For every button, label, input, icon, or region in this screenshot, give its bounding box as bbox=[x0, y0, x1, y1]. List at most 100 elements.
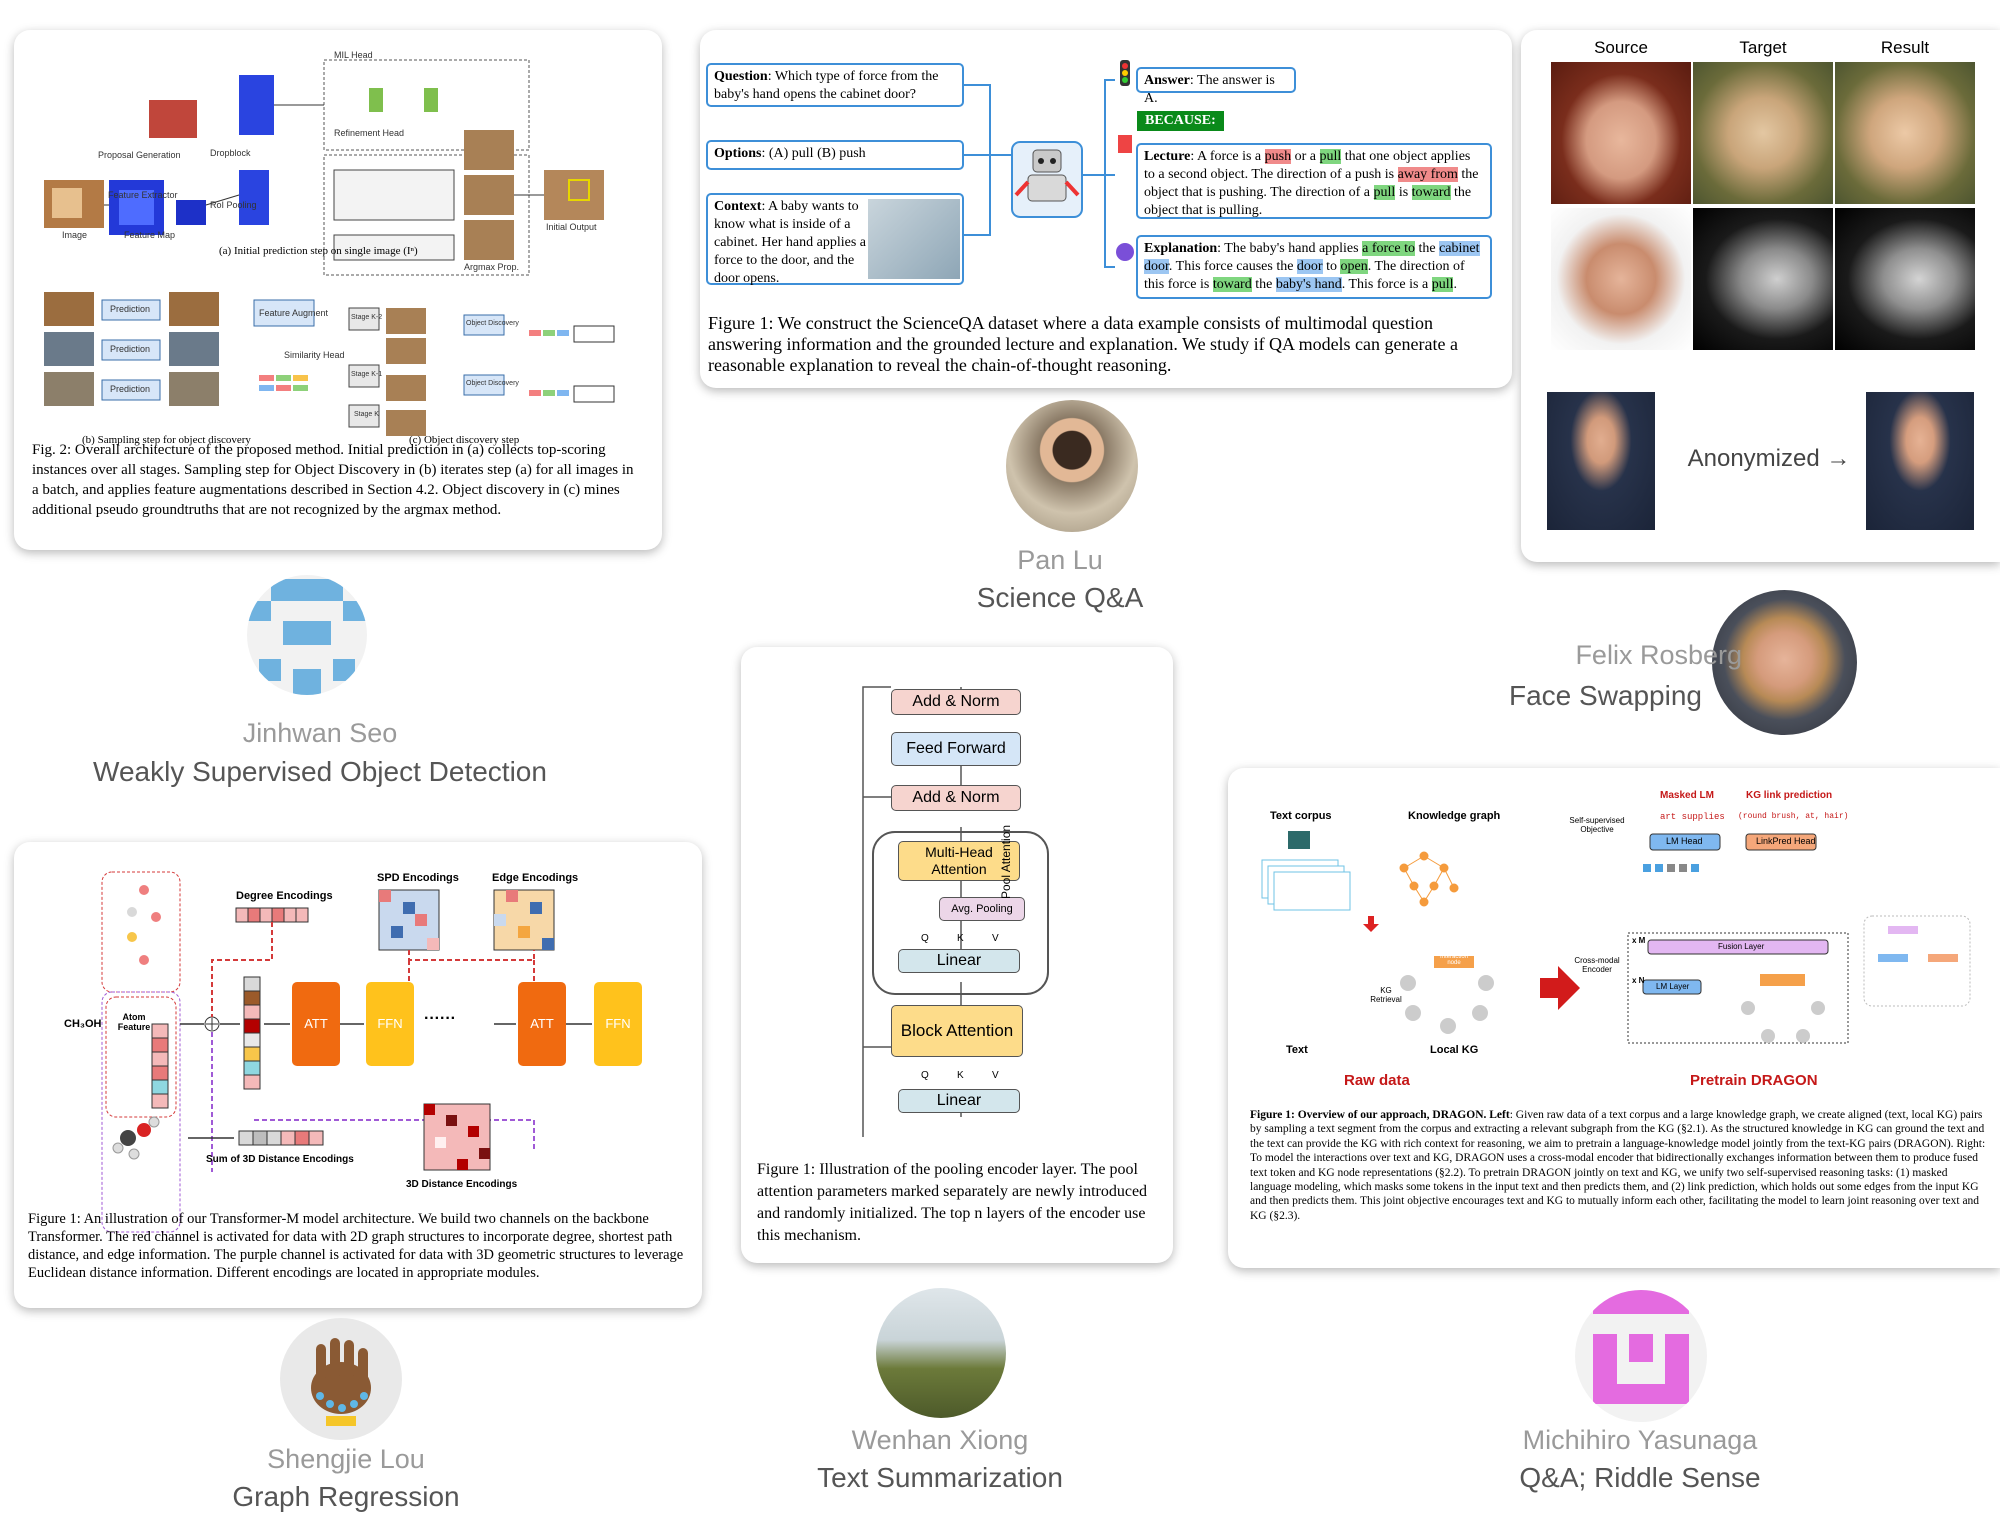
wsod-stage-k: Stage K bbox=[354, 411, 379, 418]
explanation-box: Explanation: The baby's hand applies a f… bbox=[1136, 235, 1492, 299]
anon-before bbox=[1547, 392, 1655, 530]
face-result-1 bbox=[1835, 62, 1975, 204]
wsod-subcaption-c: (c) Object discovery step bbox=[409, 434, 520, 446]
wsod-subcaption-b: (b) Sampling step for object discovery bbox=[82, 434, 251, 446]
molecule-label: CH₃OH bbox=[64, 1018, 102, 1030]
linkpred-head-label: LinkPred Head bbox=[1756, 836, 1816, 846]
pooling-figure-card: Add & Norm Feed Forward Add & Norm Multi… bbox=[741, 647, 1173, 1263]
wsod-object-discovery-2: Object Discovery bbox=[466, 380, 519, 387]
avatar-michihiro-yasunaga bbox=[1575, 1290, 1707, 1422]
wsod-label-image: Image bbox=[62, 230, 88, 240]
anonymized-label: Anonymized → bbox=[1687, 445, 1851, 472]
identicon-pink bbox=[1593, 1290, 1689, 1404]
crossmodal-label: Cross-modal Encoder bbox=[1574, 956, 1620, 974]
face-target-2 bbox=[1693, 208, 1833, 350]
xn-label: x N bbox=[1632, 976, 1645, 985]
knowledge-graph-label: Knowledge graph bbox=[1408, 810, 1501, 822]
pool-k: K bbox=[957, 933, 964, 944]
face-result-2 bbox=[1835, 208, 1975, 350]
block-q: Q bbox=[921, 1070, 929, 1081]
wsod-feature-augment: Feature Augment bbox=[259, 308, 329, 318]
identicon-blue bbox=[247, 579, 367, 695]
col-target: Target bbox=[1739, 38, 1787, 57]
sum-3d-label: Sum of 3D Distance Encodings bbox=[206, 1154, 354, 1165]
block-attention: Block Attention bbox=[891, 1005, 1023, 1057]
name-wenhan-xiong: Wenhan Xiong bbox=[851, 1425, 1029, 1455]
wsod-label-feature-map: Feature Map bbox=[124, 230, 176, 240]
degree-encodings-bar bbox=[235, 907, 309, 923]
add-norm-top: Add & Norm bbox=[891, 689, 1021, 715]
options-box: Options: (A) pull (B) push bbox=[706, 140, 964, 170]
topic-jinhwan-seo: Weakly Supervised Object Detection bbox=[93, 756, 547, 787]
hand-figure-icon bbox=[311, 1338, 371, 1426]
block-v: V bbox=[992, 1070, 999, 1081]
topic-felix-rosberg: Face Swapping bbox=[1508, 680, 1702, 711]
scienceqa-figure-card: Question: Which type of force from the b… bbox=[700, 30, 1512, 388]
input-embedding-bar bbox=[243, 976, 261, 1090]
context-box: Context: A baby wants to know what is in… bbox=[706, 193, 964, 286]
ffn-block-2: FFN bbox=[594, 982, 642, 1066]
question-box: Question: Which type of force from the b… bbox=[706, 63, 964, 107]
name-pan-lu: Pan Lu bbox=[1017, 545, 1103, 575]
scienceqa-caption: Figure 1: We construct the ScienceQA dat… bbox=[708, 313, 1458, 375]
topic-shengjie-lou: Graph Regression bbox=[232, 1481, 460, 1512]
answer-box: Answer: The answer is A. bbox=[1136, 67, 1296, 106]
lecture-box: Lecture: A force is a push or a pull tha… bbox=[1136, 143, 1492, 219]
name-felix-rosberg: Felix Rosberg bbox=[1575, 640, 1742, 670]
atom-feature-bar bbox=[151, 1023, 169, 1109]
lm-head-label: LM Head bbox=[1666, 836, 1703, 846]
anon-after bbox=[1866, 392, 1974, 530]
avatar-shengjie-lou bbox=[280, 1318, 402, 1440]
wsod-prediction-2: Prediction bbox=[110, 344, 151, 354]
col-result: Result bbox=[1880, 38, 1930, 57]
edge-encodings-grid bbox=[493, 889, 555, 951]
avatar-wenhan-xiong bbox=[876, 1288, 1006, 1418]
linear-bottom: Linear bbox=[898, 1089, 1020, 1113]
pool-attention-label: Pool Attention bbox=[999, 824, 1013, 899]
pool-q: Q bbox=[921, 933, 929, 944]
faceswap-figure-card: Source Target Result Anonymized → bbox=[1521, 30, 2000, 562]
kg-retrieval-label: KG Retrieval bbox=[1370, 986, 1402, 1004]
att-block-1: ATT bbox=[292, 982, 340, 1066]
wsod-diagram bbox=[44, 59, 615, 436]
dragon-caption: Figure 1: Overview of our approach, DRAG… bbox=[1250, 1109, 1986, 1222]
face-source-1 bbox=[1551, 62, 1691, 204]
name-shengjie-lou: Shengjie Lou bbox=[267, 1444, 425, 1474]
block-k: K bbox=[957, 1070, 964, 1081]
triple-label: (round brush, at, hair) bbox=[1738, 812, 1849, 821]
linear-top: Linear bbox=[898, 949, 1020, 973]
name-michihiro-yasunaga: Michihiro Yasunaga bbox=[1522, 1425, 1758, 1455]
kg-link-label: KG link prediction bbox=[1746, 790, 1833, 801]
wsod-label-feature-extractor: Feature Extractor bbox=[108, 190, 178, 200]
local-kg-label: Local KG bbox=[1430, 1044, 1479, 1056]
text-corpus-label: Text corpus bbox=[1270, 810, 1332, 822]
avatar-jinhwan-seo bbox=[247, 575, 367, 695]
art-supplies-label: art supplies bbox=[1660, 812, 1725, 822]
edge-encodings-label: Edge Encodings bbox=[492, 872, 579, 884]
spd-encodings-grid bbox=[378, 889, 440, 951]
col-source: Source bbox=[1594, 38, 1648, 57]
att-block-2: ATT bbox=[518, 982, 566, 1066]
wsod-object-discovery-1: Object Discovery bbox=[466, 320, 519, 327]
pool-v: V bbox=[992, 933, 999, 944]
interaction-node-label: Interaction node bbox=[1439, 954, 1469, 966]
wsod-stage-k2: Stage K-2 bbox=[351, 314, 383, 321]
avatar-felix-rosberg bbox=[1712, 590, 1857, 735]
add-norm-mid: Add & Norm bbox=[891, 785, 1021, 811]
wsod-stage-k1: Stage K-1 bbox=[351, 371, 383, 378]
dragon-figure-card: Text corpus Knowledge graph KG Retrieval… bbox=[1228, 768, 2000, 1268]
sum-3d-encodings-bar bbox=[238, 1130, 324, 1146]
3d-distance-label: 3D Distance Encodings bbox=[406, 1179, 518, 1190]
wsod-label-dropblock: Dropblock bbox=[210, 148, 251, 158]
feed-forward: Feed Forward bbox=[891, 732, 1021, 766]
ssl-objective-label: Self-supervised Objective bbox=[1569, 816, 1625, 834]
wsod-prediction-3: Prediction bbox=[110, 384, 151, 394]
spd-encodings-label: SPD Encodings bbox=[377, 872, 459, 884]
wsod-label-refinement-head: Refinement Head bbox=[334, 128, 405, 138]
wsod-label-roi-pooling: RoI Pooling bbox=[210, 200, 257, 210]
because-badge: BECAUSE: bbox=[1137, 111, 1224, 131]
wsod-figure-card: Image Feature Extractor Feature Map RoI … bbox=[14, 30, 662, 550]
transformerm-diagram bbox=[101, 871, 592, 1233]
scienceqa-connectors bbox=[964, 60, 1134, 268]
topic-pan-lu: Science Q&A bbox=[976, 582, 1144, 613]
